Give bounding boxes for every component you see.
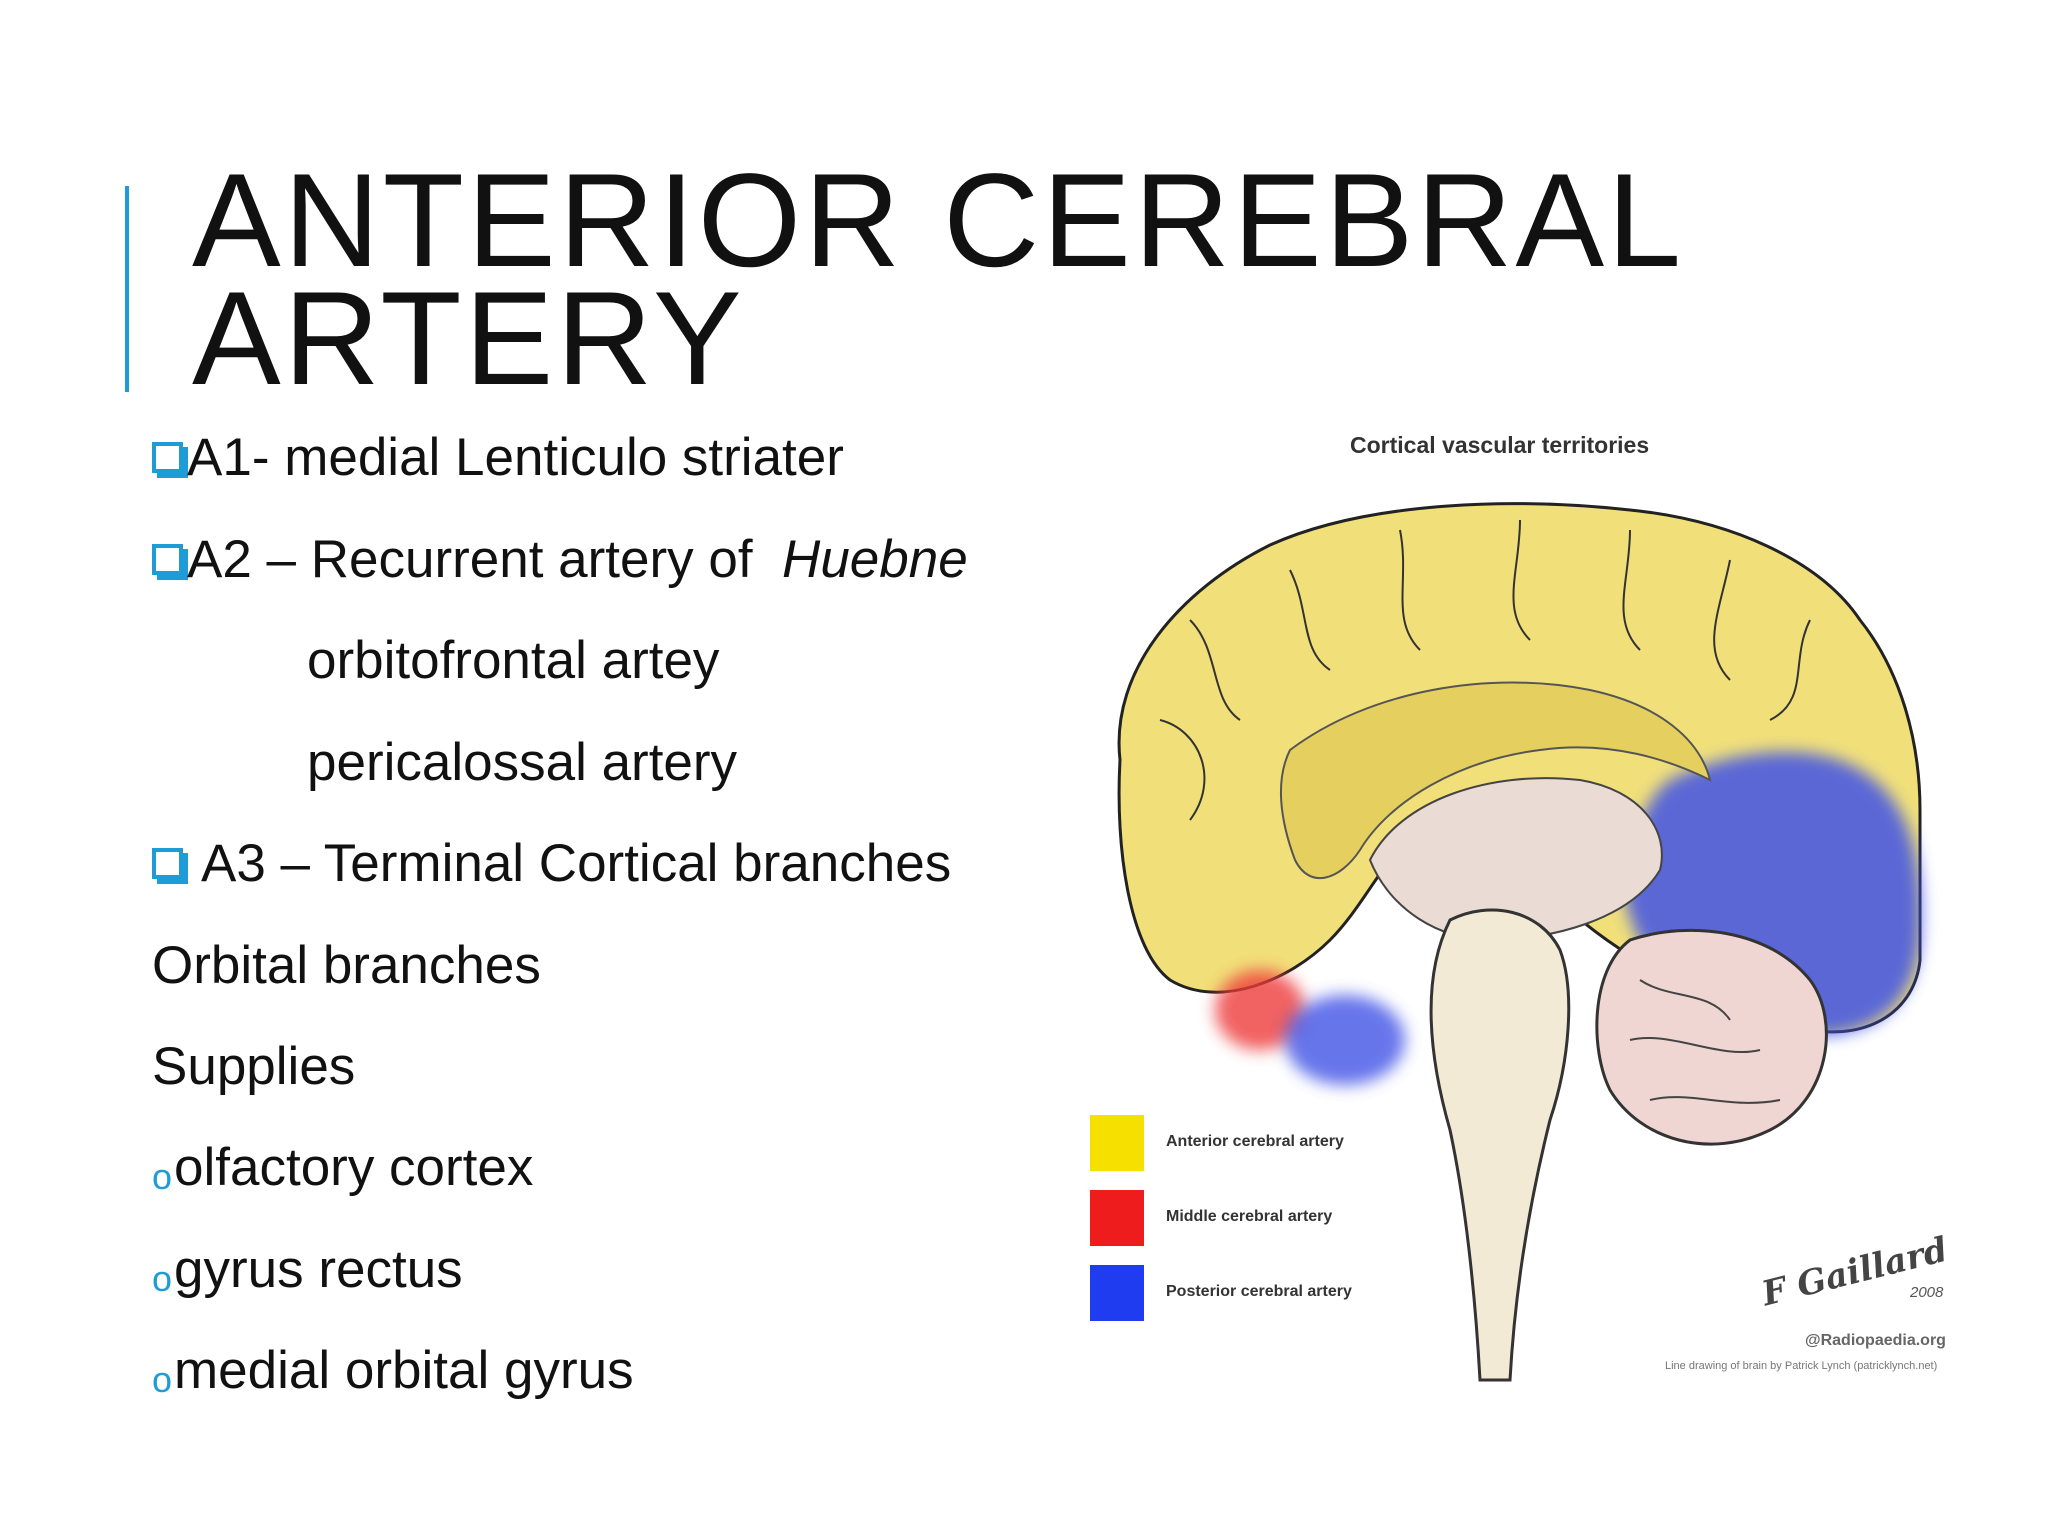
legend-swatch-middle [1090, 1190, 1144, 1246]
bullet-a1: A1- medial Lenticulo striater [152, 428, 844, 488]
radiopaedia-credit: @Radiopaedia.org [1805, 1332, 1946, 1349]
brainstem [1429, 908, 1571, 1382]
legend-label-anterior: Anterior cerebral artery [1166, 1133, 1344, 1150]
square-bullet-icon [152, 544, 183, 575]
bullet-a3-text: A3 – Terminal Cortical branches [201, 834, 952, 893]
supplies-item-gyrus-rectus: ogyrus rectus [152, 1240, 463, 1299]
legend-label-middle: Middle cerebral artery [1166, 1208, 1333, 1225]
brain-illustration [1117, 502, 1922, 1382]
figure-title: Cortical vascular territories [1350, 432, 1650, 458]
legend-swatch-anterior [1090, 1115, 1144, 1171]
title-line-1: ANTERIOR CEREBRAL [192, 147, 1685, 295]
square-bullet-icon [152, 848, 183, 879]
bullet-a3: A3 – Terminal Cortical branches [152, 834, 951, 894]
bullet-a1-text: A1- medial Lenticulo striater [187, 428, 844, 487]
temporal-posterior-region [1285, 995, 1405, 1085]
middle-territory-region [1215, 970, 1305, 1050]
legend-swatch-posterior [1090, 1265, 1144, 1321]
bullet-a2-text: A2 – Recurrent artery of [187, 530, 753, 589]
supplies-item-olfactory: oolfactory cortex [152, 1138, 534, 1197]
title-line-2: ARTERY [192, 265, 745, 413]
vascular-territory-figure: Cortical vascular territories Anterior c… [1070, 420, 2000, 1400]
supplies-text: Supplies [152, 1037, 356, 1096]
bullet-a2-italic: Huebne [782, 530, 968, 589]
supplies-item-medial-orbital: omedial orbital gyrus [152, 1341, 634, 1400]
corpus-callosum [1280, 681, 1712, 879]
title-accent-bar [125, 186, 129, 392]
circle-bullet-icon: o [152, 1156, 173, 1197]
circle-bullet-icon: o [152, 1258, 173, 1299]
slide-title: ANTERIOR CEREBRAL ARTERY [192, 147, 1892, 413]
circle-bullet-icon: o [152, 1359, 173, 1400]
orbital-branches-text: Orbital branches [152, 936, 541, 995]
a2-sub-orbitofrontal: orbitofrontal artey [307, 631, 720, 690]
cerebellum [1595, 928, 1828, 1146]
legend-label-posterior: Posterior cerebral artery [1166, 1283, 1352, 1300]
drawing-credit: Line drawing of brain by Patrick Lynch (… [1665, 1360, 1938, 1372]
square-bullet-icon [152, 442, 183, 473]
signature-year: 2008 [1910, 1284, 1944, 1301]
bullet-a2: A2 – Recurrent artery of Huebne [152, 530, 968, 590]
a2-sub-pericalossal: pericalossal artery [307, 733, 738, 792]
